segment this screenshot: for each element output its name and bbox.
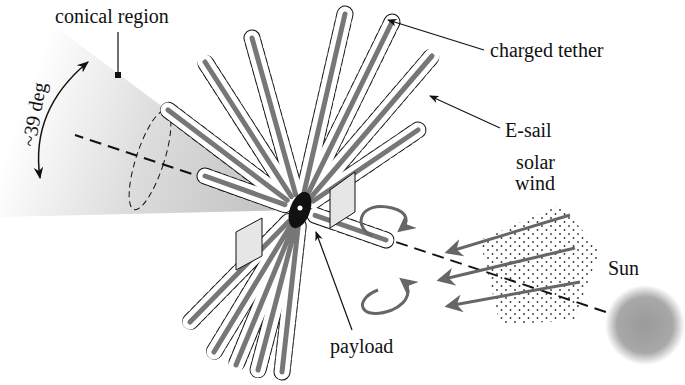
charged-tether [315, 215, 386, 240]
wind-arrow [448, 282, 580, 306]
payload-dot [298, 206, 303, 211]
sun-label: Sun [608, 258, 639, 279]
conical-region [0, 0, 300, 217]
charged-tether [282, 226, 298, 372]
leader-arrow [430, 96, 500, 128]
tether-group [168, 14, 432, 372]
charged-tether [307, 22, 392, 196]
leader-arrow [316, 232, 352, 330]
wind-label: solar wind [505, 152, 555, 194]
leader-arrow [388, 20, 484, 50]
payload-label: payload [330, 336, 393, 357]
angle-arc [39, 62, 88, 178]
tether-envelope-fill [313, 130, 418, 201]
tether-envelope-fill [315, 215, 386, 240]
wind-arrow [440, 248, 575, 280]
sun [605, 285, 685, 365]
sail-label: E-sail [505, 120, 552, 141]
rotation-arrow [361, 206, 406, 236]
leader-dot [115, 72, 121, 78]
charged-tether [205, 176, 285, 205]
charged-tether [313, 130, 418, 201]
rotation-arrow [362, 280, 408, 313]
solar-panel [330, 172, 355, 228]
charged-tether [168, 110, 287, 200]
charged-tether [205, 62, 291, 197]
tether-label: charged tether [490, 40, 603, 61]
solar-panel [236, 218, 262, 270]
leader-line [117, 32, 118, 74]
wind-arrow [448, 215, 570, 252]
tether-envelope [315, 215, 386, 240]
region-label: conical region [55, 6, 169, 27]
payload-body [284, 189, 316, 232]
charged-tether [310, 56, 432, 198]
